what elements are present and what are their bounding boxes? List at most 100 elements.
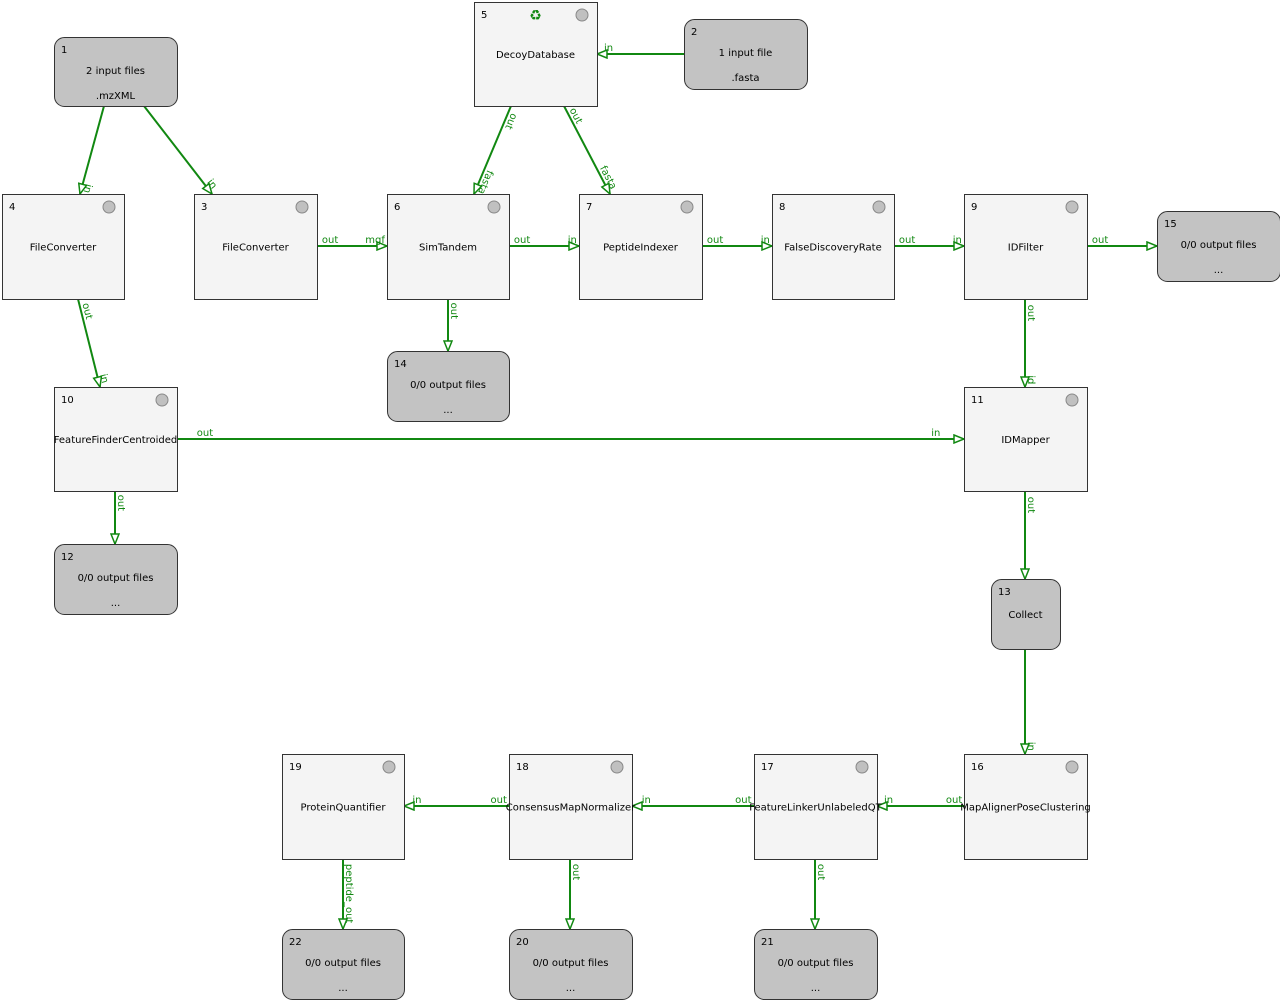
- node-12-output[interactable]: 120/0 output files...: [54, 544, 178, 615]
- status-indicator-icon: [1065, 393, 1079, 407]
- edge-port-label: out: [502, 111, 519, 130]
- node-file-count: 2 input files: [86, 66, 145, 77]
- node-box[interactable]: [772, 194, 895, 300]
- node-number: 19: [289, 762, 302, 773]
- node-title: DecoyDatabase: [496, 50, 575, 61]
- node-14-output[interactable]: 140/0 output files...: [387, 351, 510, 422]
- node-box[interactable]: [754, 754, 878, 860]
- node-box[interactable]: [54, 37, 178, 107]
- node-title: FileConverter: [30, 243, 97, 254]
- node-20-output[interactable]: 200/0 output files...: [509, 929, 633, 1000]
- node-21-output[interactable]: 210/0 output files...: [754, 929, 878, 1000]
- node-number: 17: [761, 762, 774, 773]
- node-file-count: 0/0 output files: [305, 958, 381, 969]
- edge-port-label: out: [514, 235, 530, 246]
- node-file-count: 0/0 output files: [410, 380, 486, 391]
- node-box[interactable]: [387, 194, 510, 300]
- edge-line[interactable]: [473, 105, 512, 194]
- edge-11-to-13[interactable]: out: [1025, 491, 1036, 579]
- edge-port-label: out: [1092, 235, 1108, 246]
- edge-6-to-14[interactable]: out: [448, 299, 459, 351]
- node-number: 2: [691, 27, 697, 38]
- edge-port-label: in: [953, 235, 962, 246]
- status-indicator-icon: [155, 393, 169, 407]
- node-box[interactable]: [684, 19, 808, 90]
- edge-port-label: out: [1025, 497, 1036, 513]
- edge-10-to-12[interactable]: out: [115, 491, 126, 544]
- node-file-ext: ...: [338, 983, 348, 994]
- edge-18-to-20[interactable]: out: [570, 859, 581, 929]
- node-box[interactable]: [194, 194, 318, 300]
- edge-9-to-15[interactable]: out: [1087, 235, 1157, 246]
- node-number: 18: [516, 762, 529, 773]
- status-indicator-icon: [872, 200, 886, 214]
- node-box[interactable]: [579, 194, 703, 300]
- node-box[interactable]: [964, 754, 1088, 860]
- edge-port-label: in: [1025, 742, 1036, 751]
- node-box[interactable]: [964, 387, 1088, 492]
- node-22-output[interactable]: 220/0 output files...: [282, 929, 405, 1000]
- node-5-tool[interactable]: 5♻DecoyDatabase: [474, 2, 598, 107]
- edge-8-to-9[interactable]: out in: [894, 235, 964, 246]
- node-box[interactable]: [2, 194, 125, 300]
- node-file-ext: ...: [1214, 265, 1224, 276]
- edge-13-to-16[interactable]: in: [1025, 649, 1036, 754]
- node-box[interactable]: [54, 544, 178, 615]
- node-2-input[interactable]: 21 input file.fasta: [684, 19, 808, 90]
- edge-19-to-22[interactable]: peptide_out: [343, 859, 354, 929]
- node-number: 9: [971, 202, 977, 213]
- node-box[interactable]: [387, 351, 510, 422]
- node-number: 14: [394, 359, 407, 370]
- edge-1-to-4[interactable]: in: [80, 105, 105, 194]
- node-box[interactable]: [509, 754, 633, 860]
- node-box[interactable]: [282, 754, 405, 860]
- edge-2-to-5[interactable]: in: [597, 43, 684, 54]
- edge-line[interactable]: [77, 298, 100, 387]
- node-box[interactable]: [991, 579, 1061, 650]
- node-title: ConsensusMapNormalizer: [506, 803, 636, 814]
- status-indicator-icon: [575, 8, 589, 22]
- edge-line[interactable]: [143, 105, 212, 194]
- edge-port-label: out: [899, 235, 915, 246]
- node-title: ProteinQuantifier: [301, 803, 387, 814]
- edge-1-to-3[interactable]: in: [143, 105, 219, 194]
- node-box[interactable]: [54, 387, 178, 492]
- node-file-ext: ...: [443, 405, 453, 416]
- edge-line[interactable]: [563, 105, 610, 194]
- node-title: SimTandem: [419, 243, 477, 254]
- edge-17-to-21[interactable]: out: [815, 859, 826, 929]
- node-box[interactable]: [964, 194, 1088, 300]
- recycle-icon: ♻: [529, 8, 542, 24]
- edge-port-label: in: [97, 373, 110, 385]
- node-15-output[interactable]: 150/0 output files...: [1157, 211, 1280, 282]
- edge-line[interactable]: [80, 105, 105, 194]
- node-box[interactable]: [1157, 211, 1280, 282]
- node-1-input[interactable]: 12 input files.mzXML: [54, 37, 178, 107]
- node-box[interactable]: [474, 2, 598, 107]
